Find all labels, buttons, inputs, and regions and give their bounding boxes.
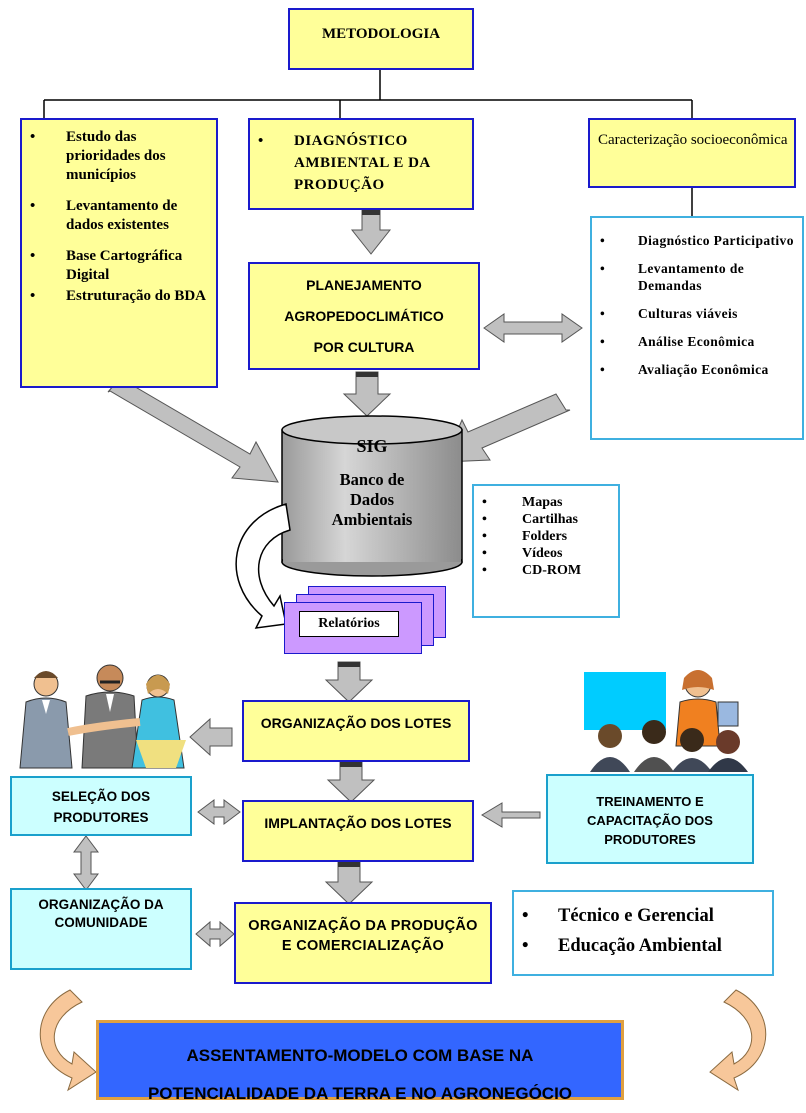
list-item: Base Cartográfica Digital	[22, 247, 210, 285]
arrow-down-org-impl	[326, 761, 376, 803]
list-item: Levantamento de Demandas	[592, 260, 798, 294]
double-arrow-com-prod	[195, 920, 235, 948]
selecao-box: SELEÇÃO DOS PRODUTORES	[10, 776, 192, 836]
arrow-down-diag-plan	[350, 209, 392, 255]
left-items-box: Estudo das prioridades dos municípios Le…	[20, 118, 218, 388]
list-item: DIAGNÓSTICO AMBIENTAL E DA PRODUÇÃO	[250, 130, 466, 196]
training-topics-list: Técnico e Gerencial Educação Ambiental	[514, 904, 772, 958]
sig-text: SIG	[356, 436, 388, 456]
list-item: Vídeos	[474, 545, 618, 562]
list-item: Culturas viáveis	[592, 305, 798, 322]
person-right	[131, 674, 186, 769]
org-comunidade-text: ORGANIZAÇÃO DA COMUNIDADE	[38, 897, 164, 930]
list-item: Mapas	[474, 494, 618, 511]
double-arrow-selecao-impl	[197, 799, 241, 825]
products-list: Mapas Cartilhas Folders Vídeos CD-ROM	[474, 494, 618, 579]
org-lotes-text: ORGANIZAÇÃO DOS LOTES	[260, 715, 452, 731]
list-item: Estudo das prioridades dos municípios	[22, 128, 210, 185]
planejamento-line-1: PLANEJAMENTO	[306, 277, 422, 293]
reports-label-box: Relatórios	[299, 611, 399, 637]
person-left	[19, 671, 73, 769]
database-text: Banco de Dados Ambientais	[331, 470, 413, 529]
caracterizacao-text: Caracterização socioeconômica	[598, 132, 788, 148]
double-arrow-vertical-left	[73, 835, 99, 891]
curved-arrow-right	[709, 989, 767, 1092]
org-producao-text: ORGANIZAÇÃO DA PRODUÇÃO E COMERCIALIZAÇÃ…	[248, 918, 478, 954]
title-text: METODOLOGIA	[321, 26, 441, 42]
implant-lotes-text: IMPLANTAÇÃO DOS LOTES	[264, 815, 452, 831]
diagnostico-box: DIAGNÓSTICO AMBIENTAL E DA PRODUÇÃO	[248, 118, 474, 210]
participativo-list: Diagnóstico Participativo Levantamento d…	[592, 232, 798, 378]
diagnostico-list: DIAGNÓSTICO AMBIENTAL E DA PRODUÇÃO	[250, 130, 466, 196]
planejamento-box: PLANEJAMENTO AGROPEDOCLIMÁTICO POR CULTU…	[248, 262, 480, 370]
arrow-down-rel-org	[324, 661, 374, 703]
list-item: Levantamento de dados existentes	[22, 197, 210, 235]
database-label: Banco de Dados Ambientais	[322, 470, 422, 530]
curved-arrow-left	[39, 989, 97, 1092]
org-lotes-box: ORGANIZAÇÃO DOS LOTES	[242, 700, 470, 762]
list-item: CD-ROM	[474, 562, 618, 579]
planejamento-line-3: POR CULTURA	[313, 339, 415, 355]
arrow-down-plan-sig	[342, 371, 392, 417]
treinamento-box: TREINAMENTO E CAPACITAÇÃO DOS PRODUTORES	[546, 774, 754, 864]
reports-text: Relatórios	[318, 616, 380, 631]
arrow-left-to-sig	[107, 377, 279, 483]
arrow-down-impl-prod	[324, 861, 374, 905]
caracterizacao-box: Caracterização socioeconômica	[588, 118, 796, 188]
arrow-trein-to-impl	[481, 802, 541, 828]
selecao-text: SELEÇÃO DOS PRODUTORES	[51, 789, 151, 825]
double-arrow-plan-right	[483, 313, 583, 343]
list-item: Folders	[474, 528, 618, 545]
planejamento-line-2: AGROPEDOCLIMÁTICO	[284, 308, 444, 324]
final-line-2: POTENCIALIDADE DA TERRA E NO AGRONEGÓCIO	[147, 1084, 573, 1103]
list-item: Estruturação do BDA	[22, 287, 210, 306]
tree-lines	[43, 70, 693, 216]
sig-label: SIG	[282, 436, 462, 457]
arrow-caps	[338, 210, 380, 867]
reports-sheet: Relatórios	[284, 602, 422, 654]
org-comunidade-box: ORGANIZAÇÃO DA COMUNIDADE	[10, 888, 192, 970]
products-box: Mapas Cartilhas Folders Vídeos CD-ROM	[472, 484, 620, 618]
final-banner: ASSENTAMENTO-MODELO COM BASE NA POTENCIA…	[96, 1020, 624, 1103]
list-item: Análise Econômica	[592, 333, 798, 350]
training-topics-box: Técnico e Gerencial Educação Ambiental	[512, 890, 774, 976]
final-line-1: ASSENTAMENTO-MODELO COM BASE NA	[186, 1046, 534, 1065]
title-box: METODOLOGIA	[288, 8, 474, 70]
list-item: Cartilhas	[474, 511, 618, 528]
training-class-clipart	[584, 670, 748, 772]
database-cylinder	[281, 415, 463, 577]
org-producao-box: ORGANIZAÇÃO DA PRODUÇÃO E COMERCIALIZAÇÃ…	[234, 902, 492, 984]
list-item: Técnico e Gerencial	[514, 904, 772, 928]
treinamento-text: TREINAMENTO E CAPACITAÇÃO DOS PRODUTORES	[587, 794, 713, 847]
list-item: Educação Ambiental	[514, 934, 772, 958]
list-item: Avaliação Econômica	[592, 361, 798, 378]
left-items-list: Estudo das prioridades dos municípios Le…	[22, 128, 210, 306]
students	[590, 720, 748, 772]
person-middle	[81, 664, 139, 769]
people-handshake-clipart	[19, 664, 186, 769]
arrow-right-to-sig	[443, 393, 571, 463]
handshake	[67, 718, 141, 736]
curved-arrow-sig-reports	[235, 503, 291, 629]
list-item: Diagnóstico Participativo	[592, 232, 798, 249]
implant-lotes-box: IMPLANTAÇÃO DOS LOTES	[242, 800, 474, 862]
arrow-org-to-people	[189, 717, 233, 757]
participativo-box: Diagnóstico Participativo Levantamento d…	[590, 216, 804, 440]
